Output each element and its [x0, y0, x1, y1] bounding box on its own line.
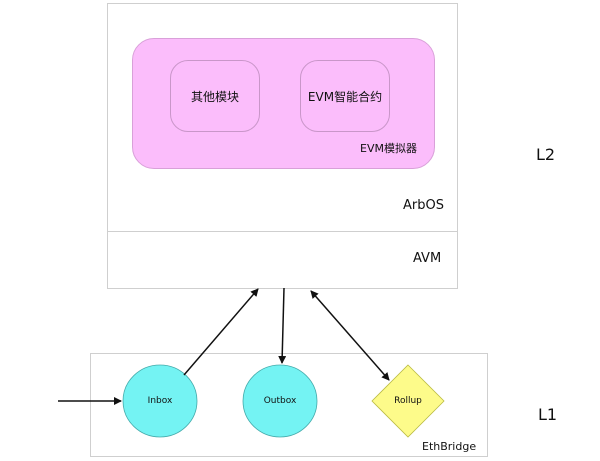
avm-label: AVM	[413, 251, 442, 266]
inbox-label: Inbox	[147, 396, 173, 406]
evm-emulator-label: EVM模拟器	[360, 142, 417, 155]
rollup-label: Rollup	[394, 396, 422, 406]
outbox-label: Outbox	[263, 396, 297, 406]
arbos-label: ArbOS	[403, 198, 444, 213]
l1-layer-label: L1	[538, 405, 558, 424]
avm-rollup-arrow	[310, 290, 390, 381]
rollup-node	[371, 364, 445, 438]
arbos-avm-divider	[107, 231, 458, 232]
ethbridge-label: EthBridge	[422, 440, 477, 453]
other-modules-box: 其他模块	[170, 60, 260, 132]
inbox-label-wrap: Inbox	[123, 365, 197, 437]
evm-contracts-box: EVM智能合约	[300, 60, 390, 132]
outbox-node	[242, 364, 318, 438]
other-modules-label: 其他模块	[190, 89, 239, 104]
inbox-node	[122, 364, 198, 438]
avm-to-outbox-arrow	[278, 287, 287, 364]
rollup-label-wrap: Rollup	[372, 365, 444, 437]
evm-emulator-box	[132, 38, 435, 169]
evm-contracts-label: EVM智能合约	[307, 89, 383, 104]
l2-layer-label: L2	[536, 145, 556, 164]
outbox-label-wrap: Outbox	[243, 365, 317, 437]
inbox-to-avm-arrow	[183, 288, 259, 376]
